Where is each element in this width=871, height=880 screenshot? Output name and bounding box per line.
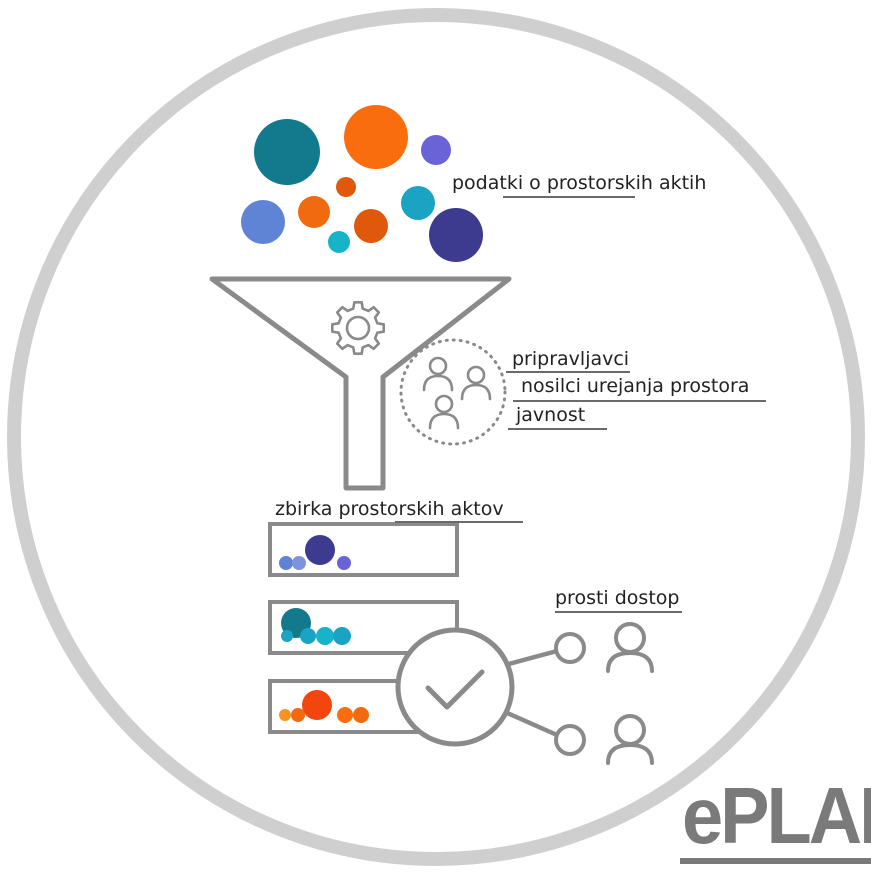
label-underline	[508, 428, 607, 430]
bubble	[328, 231, 350, 253]
bubble	[344, 105, 408, 169]
eplan-logo: ePLAN	[682, 770, 871, 861]
connector-line	[504, 648, 558, 668]
bubble	[429, 208, 483, 262]
label-underline	[506, 371, 630, 373]
bubble	[336, 177, 356, 197]
label-underline	[513, 400, 766, 402]
user-icon	[606, 714, 654, 765]
funnel-icon	[209, 276, 512, 491]
public-label: javnost	[516, 404, 586, 426]
data-sources-label: podatki o prostorskih aktih	[452, 172, 707, 194]
bubble	[354, 209, 388, 243]
user-icon	[606, 622, 654, 673]
outer-circle	[7, 8, 865, 866]
label-underline	[395, 521, 523, 523]
bubble	[254, 119, 320, 185]
connector-node	[554, 724, 586, 756]
connector-line	[504, 709, 558, 738]
people-group-icon	[399, 338, 507, 446]
holders-label: nosilci urejanja prostora	[521, 375, 750, 397]
open-access-label: prosti dostop	[555, 587, 680, 609]
label-underline	[555, 611, 682, 613]
check-icon	[395, 627, 515, 747]
bubble	[298, 196, 330, 228]
bubble	[421, 135, 451, 165]
collection-label: zbirka prostorskih aktov	[275, 498, 504, 520]
gear-icon	[331, 301, 385, 355]
label-underline	[503, 196, 635, 198]
bubble	[401, 186, 435, 220]
collection-item-1	[268, 522, 459, 577]
data-bubbles	[241, 105, 483, 262]
brand-underline	[680, 858, 871, 864]
connector-node	[554, 632, 586, 664]
preparers-label: pripravljavci	[512, 348, 630, 370]
bubble	[241, 200, 285, 244]
